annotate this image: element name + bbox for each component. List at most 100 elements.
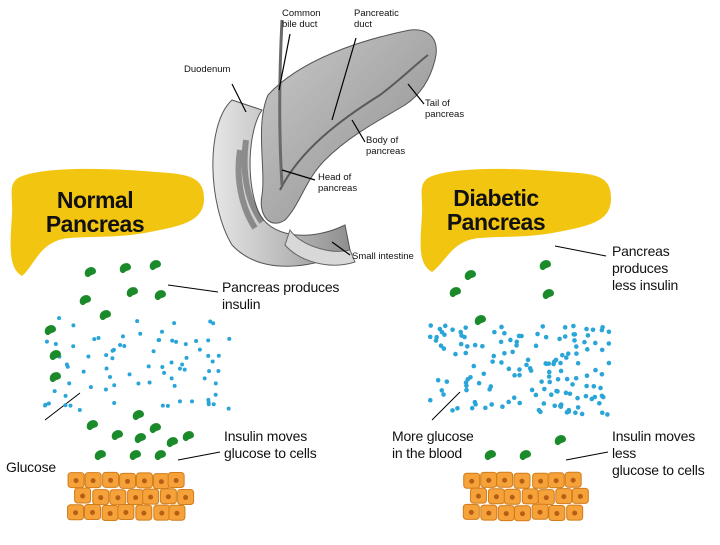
insulin-molecule [84,267,96,278]
pointer-pancreatic-duct [331,37,357,121]
cell-nucleus [570,477,576,483]
glucose-dot [183,342,188,347]
glucose-dot [579,411,585,417]
glucose-dot [502,351,507,356]
glucose-dot [547,379,553,385]
pancreas-body-shape [260,29,437,224]
cell-nucleus [538,478,544,484]
glucose-dot [548,392,554,397]
glucose-dot [77,408,82,413]
glucose-dot [516,333,522,339]
cell-nucleus [141,478,147,484]
insulin-molecule [519,450,531,461]
glucose-dot [574,351,579,356]
glucose-dot [500,404,505,410]
insulin-molecule [539,260,551,271]
glucose-dot [557,336,562,342]
glucose-dot [517,400,523,406]
glucose-dot [428,323,434,328]
cell-nucleus [493,494,499,500]
insulin-molecule [49,372,61,383]
small-intestine-shape [284,228,356,266]
glucose-dot [506,399,511,405]
glucose-dot [64,362,69,367]
cell-nucleus [502,477,508,483]
glucose-dot [529,387,535,393]
cell-nucleus [468,509,474,515]
glucose-dot [543,361,549,366]
glucose-dot [427,334,433,340]
glucose-dot [172,383,177,388]
cell-nucleus [486,477,492,483]
glucose-dot [574,344,579,349]
glucose-dot [546,374,552,379]
glucose-dot [226,406,231,411]
glucose-dot [558,404,564,410]
glucose-dot [453,351,458,357]
cell-nucleus [553,478,559,484]
glucose-dot [194,338,199,343]
insulin-molecule [166,437,178,448]
glucose-dot [157,337,162,342]
glucose-dot [67,381,72,386]
pointer-normal-insulin [167,284,219,293]
glucose-dot [458,341,464,347]
glucose-dot [68,403,73,408]
label-head-of-pancreas: Head of pancreas [318,172,358,194]
glucose-dot [584,326,589,332]
glucose-dot [136,381,141,386]
glucose-dot [514,339,520,345]
glucose-dot [558,368,564,374]
glucose-dot [591,383,597,389]
cell-nucleus [577,493,583,499]
glucose-dot [502,330,507,336]
glucose-dot [512,373,517,378]
glucose-dot [480,343,485,349]
cell-nucleus [73,510,79,516]
glucose-dot [582,339,587,345]
glucose-dot [450,327,455,332]
insulin-molecule [554,435,566,446]
glucose-dot [605,412,610,417]
glucose-dot [533,343,539,349]
glucose-dot [52,389,57,394]
glucose-dot [583,393,589,399]
glucose-dot [435,377,441,383]
glucose-dot [112,383,117,388]
glucose-dot [597,400,602,406]
glucose-dot [146,364,151,369]
pointer-head [281,169,316,181]
glucose-dot [524,362,529,368]
cell-nucleus [98,495,104,501]
cell-nucleus [572,510,578,516]
insulin-molecule [49,350,61,361]
insulin-molecule [119,263,131,274]
pointer-small-intestine [331,241,351,256]
glucose-dot [508,337,513,343]
glucose-dot [571,323,576,329]
cell-nucleus [173,477,179,483]
glucose-dot [559,352,565,358]
insulin-molecule [44,325,56,336]
glucose-dot [585,333,591,338]
glucose-dot [147,380,152,385]
cell-nucleus [141,510,147,516]
cell-nucleus [561,494,567,500]
glucose-dot [592,340,598,346]
glucose-dot [184,355,189,360]
glucose-dot [159,329,164,334]
glucose-dot [473,402,478,407]
glucose-dot [514,343,519,348]
glucose-dot [135,319,140,324]
glucose-dot [572,338,577,343]
glucose-dot [541,401,547,406]
insulin-molecule [134,433,146,444]
pointer-blood [431,391,461,421]
glucose-dot [216,353,221,358]
glucose-label: Glucose [6,459,56,475]
glucose-dot [517,367,522,372]
insulin-molecule [111,430,123,441]
glucose-dot [572,332,578,337]
glucose-dot [211,321,216,326]
label-common-bile-duct: Common bile duct [282,8,321,30]
